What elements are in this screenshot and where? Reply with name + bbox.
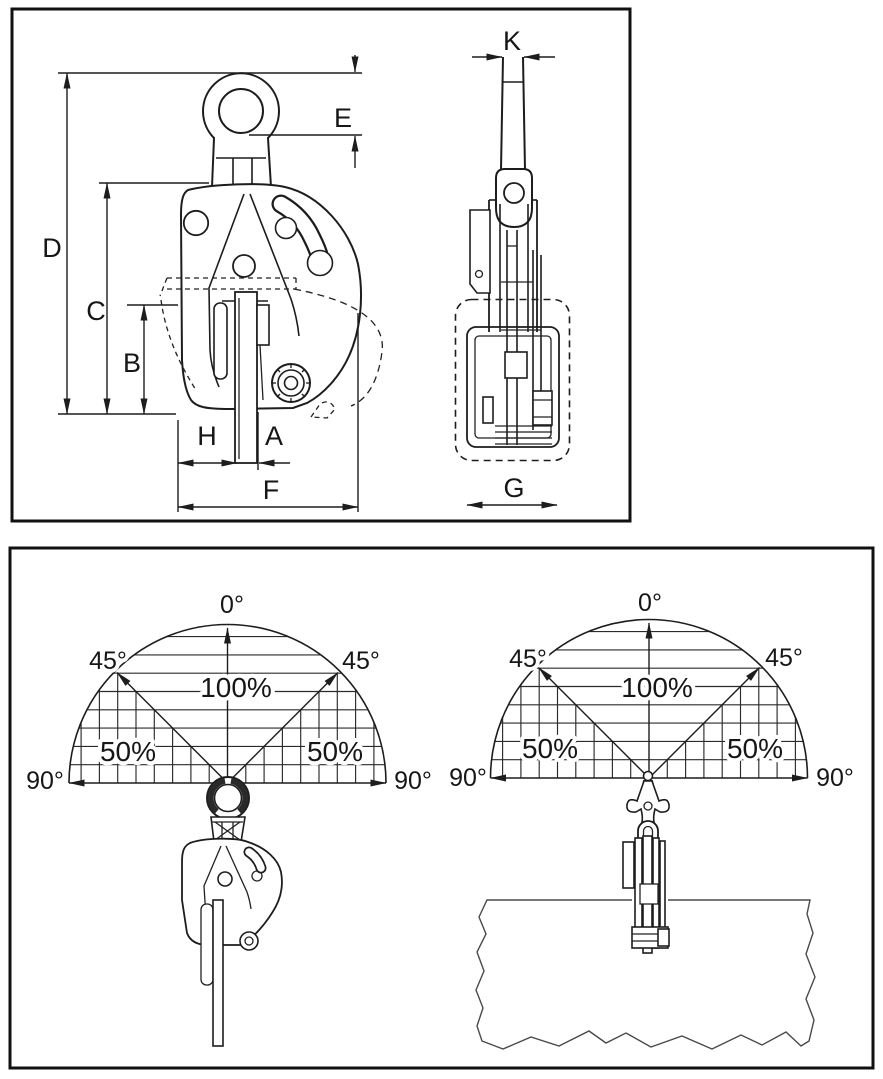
dimension-H: H xyxy=(177,421,238,467)
top-panel-border xyxy=(10,7,632,523)
mini-eye-crown xyxy=(626,780,670,823)
dimension-label-k: K xyxy=(503,26,521,56)
load-label-50-right: 50% xyxy=(727,733,783,764)
eye-hole xyxy=(218,88,264,134)
side-shank xyxy=(500,56,526,171)
angle-label-0: 0° xyxy=(220,591,244,619)
cam-wheel xyxy=(271,363,311,403)
bottom-panel-load-angle-diagrams: 0° 45° 45° 100% 50% 50% 90° 90° xyxy=(8,546,875,1070)
dimension-F: F xyxy=(177,475,359,511)
bottom-panel-border xyxy=(8,546,875,1070)
dimension-label-f: F xyxy=(263,475,280,505)
dashed-open-position xyxy=(159,277,383,419)
mini-side-body xyxy=(622,835,670,954)
dimension-label-h: H xyxy=(197,421,217,451)
angle-label-45-left: 45° xyxy=(509,645,547,673)
angle-label-90-right: 90° xyxy=(394,767,432,795)
semicircle-arc xyxy=(68,623,387,784)
angle-label-45-right: 45° xyxy=(765,644,803,672)
mini-jaw-slot xyxy=(200,903,214,986)
load-label-100: 100% xyxy=(621,672,693,703)
lifting-eye xyxy=(202,72,280,188)
mini-bolt xyxy=(657,928,670,947)
dimension-label-c: C xyxy=(86,296,106,326)
clamp-body xyxy=(179,183,363,411)
dimension-A: A xyxy=(258,421,290,467)
load-angle-diagram-left: 0° 45° 45° 100% 50% 50% 90° 90° xyxy=(26,591,432,795)
body-hole-left xyxy=(182,209,210,237)
dimension-C: C xyxy=(86,182,111,415)
mini-clevis xyxy=(210,816,246,843)
slot-end-hole xyxy=(306,249,334,277)
dimension-label-b: B xyxy=(123,348,141,378)
gripped-plate xyxy=(234,291,258,464)
mini-cam xyxy=(239,931,259,951)
dimension-D: D xyxy=(42,72,71,415)
slot-pin xyxy=(274,216,298,240)
pivot-hole xyxy=(232,254,256,278)
angle-label-45-right: 45° xyxy=(342,647,380,675)
angle-label-90-right: 90° xyxy=(816,764,854,792)
angle-label-45-left: 45° xyxy=(89,647,127,675)
dimension-K: K xyxy=(472,26,555,61)
angle-label-90-left: 90° xyxy=(26,767,64,795)
front-view-drawing xyxy=(159,72,383,464)
dimension-label-g: G xyxy=(503,473,524,503)
load-label-50-right: 50% xyxy=(307,736,363,767)
side-housing xyxy=(454,298,571,462)
clamp-pictogram-front xyxy=(181,776,283,1047)
clamp-pictogram-side xyxy=(622,770,670,954)
jaw-slot xyxy=(213,302,228,380)
jaw-and-plate xyxy=(213,291,270,464)
dimension-label-e: E xyxy=(334,103,352,133)
right-45deg-arrow xyxy=(648,667,760,779)
load-label-50-left: 50% xyxy=(522,733,578,764)
dimension-B: B xyxy=(123,304,148,415)
pad-block xyxy=(256,304,270,346)
load-angle-diagram-right: 0° 45° 45° 100% 50% 50% 90° 90° xyxy=(449,589,854,792)
mini-plate xyxy=(212,899,224,1047)
semicircle-arc xyxy=(489,618,809,779)
right-45deg-arrow xyxy=(227,672,339,784)
mini-body xyxy=(181,837,283,951)
dimension-G: G xyxy=(466,473,558,509)
dimension-E: E xyxy=(334,55,359,168)
side-view-drawing xyxy=(454,56,571,462)
steel-plate xyxy=(475,899,816,1050)
load-label-50-left: 50% xyxy=(100,736,156,767)
tension-bolt xyxy=(532,390,553,426)
side-eye xyxy=(495,168,533,229)
left-45deg-arrow xyxy=(116,672,228,784)
left-45deg-arrow xyxy=(538,667,650,779)
dimension-label-d: D xyxy=(42,233,62,263)
angle-label-0: 0° xyxy=(638,589,662,617)
top-panel-dimension-drawing: D C B E H A F K xyxy=(10,7,632,523)
load-label-100: 100% xyxy=(200,672,272,703)
pivot-origin xyxy=(642,770,654,782)
side-latch-bar xyxy=(469,209,491,294)
dimension-label-a: A xyxy=(265,421,283,451)
angle-label-90-left: 90° xyxy=(449,764,487,792)
